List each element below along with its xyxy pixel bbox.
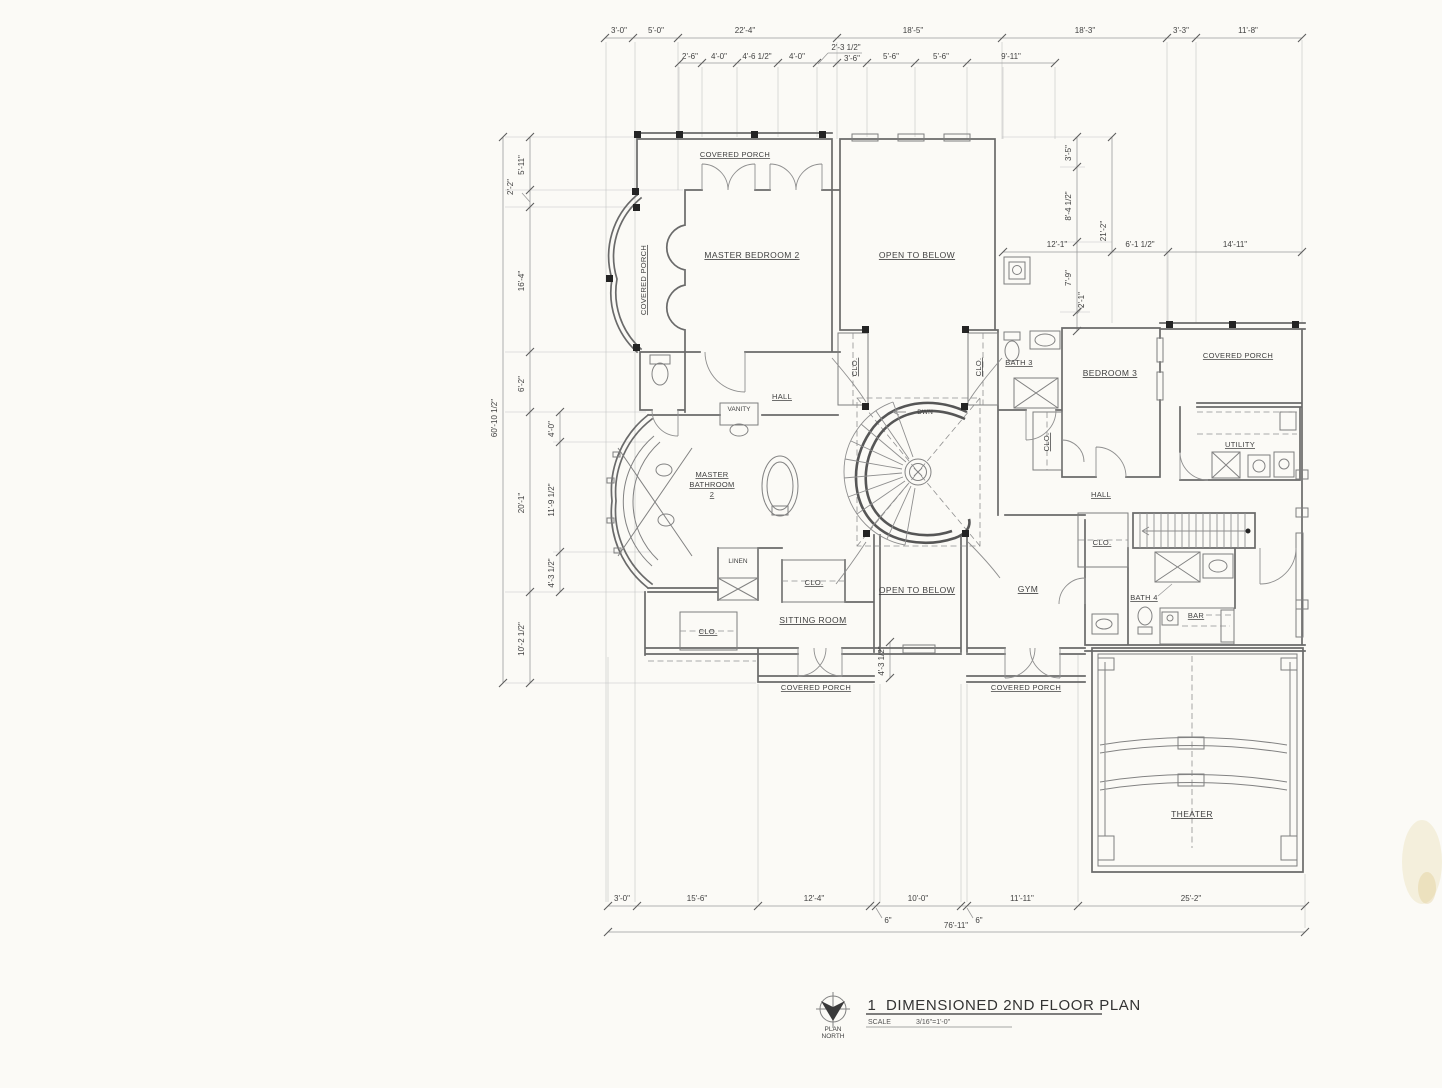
label-open-to-below-top: OPEN TO BELOW bbox=[879, 250, 955, 260]
label-theater: THEATER bbox=[1171, 809, 1213, 819]
straight-stair bbox=[1139, 513, 1248, 548]
dim-label: 4'-0" bbox=[547, 421, 556, 437]
label-bath-3: BATH 3 bbox=[1005, 358, 1033, 367]
label-covered-porch-right: COVERED PORCH bbox=[1203, 351, 1273, 360]
label-clo-hall-left: CLO. bbox=[850, 358, 859, 377]
dim-label: 4'-3 1/2" bbox=[547, 558, 556, 587]
dim-label: 6" bbox=[975, 916, 982, 925]
dim-label: 3'-5" bbox=[1064, 145, 1073, 161]
dim-label: 6" bbox=[884, 916, 891, 925]
dim-label: 9'-11" bbox=[1001, 52, 1021, 61]
dim-label: 4'-0" bbox=[789, 52, 805, 61]
dim-label: 10'-0" bbox=[908, 894, 929, 903]
label-down: DWN bbox=[917, 409, 933, 416]
dim-label: 5'-6" bbox=[883, 52, 899, 61]
spiral-stair bbox=[843, 401, 971, 546]
label-bar: BAR bbox=[1188, 611, 1205, 620]
scale-value: 3/16"=1'-0" bbox=[916, 1019, 951, 1026]
dim-label: 14'-11" bbox=[1223, 240, 1247, 249]
dim-label: 2'-1" bbox=[1077, 292, 1086, 308]
label-covered-porch-bottom-left: COVERED PORCH bbox=[781, 683, 851, 692]
dim-label: 3'-0" bbox=[614, 894, 630, 903]
dim-label: 18'-5" bbox=[903, 26, 924, 35]
dim-label: 12'-4" bbox=[804, 894, 825, 903]
label-vanity: VANITY bbox=[728, 406, 752, 413]
dim-label: 5'-6" bbox=[933, 52, 949, 61]
extension-lines bbox=[505, 40, 1306, 928]
dim-label: 25'-2" bbox=[1181, 894, 1202, 903]
label-linen: LINEN bbox=[728, 558, 747, 565]
dim-label: 21'-2" bbox=[1099, 221, 1108, 242]
label-bath-4: BATH 4 bbox=[1130, 593, 1158, 602]
dim-label: 18'-3" bbox=[1075, 26, 1096, 35]
label-open-to-below-bottom: OPEN TO BELOW bbox=[879, 585, 955, 595]
dim-label: 2'-2" bbox=[506, 179, 515, 195]
label-utility: UTILITY bbox=[1225, 440, 1255, 449]
dim-label: 12'-1" bbox=[1047, 240, 1068, 249]
page-title: DIMENSIONED 2ND FLOOR PLAN bbox=[886, 997, 1141, 1014]
label-covered-porch-top: COVERED PORCH bbox=[700, 150, 770, 159]
dim-label: 3'-0" bbox=[611, 26, 627, 35]
label-clo-sitting-2: CLO. bbox=[699, 627, 718, 636]
label-covered-porch-left: COVERED PORCH bbox=[639, 245, 648, 315]
paper-stain bbox=[1402, 820, 1442, 904]
dim-label: 11'-9 1/2" bbox=[547, 483, 556, 516]
dim-label: 2'-6" bbox=[682, 52, 698, 61]
dim-label: 16'-4" bbox=[517, 271, 526, 292]
label-clo-sitting-1: CLO. bbox=[805, 578, 824, 587]
dimension-lines bbox=[498, 33, 1310, 937]
label-master-bath-3: 2 bbox=[710, 490, 714, 499]
north-label-2: NORTH bbox=[822, 1033, 845, 1040]
label-master-bath-1: MASTER bbox=[695, 470, 728, 479]
walls bbox=[606, 132, 1309, 873]
dim-label: 15'-6" bbox=[687, 894, 708, 903]
dim-label: 20'-1" bbox=[517, 493, 526, 514]
dim-label: 4'-3 1/2" bbox=[877, 646, 886, 675]
label-clo-bedroom3: CLO. bbox=[1042, 433, 1051, 452]
dim-label: 6'-1 1/2" bbox=[1125, 240, 1154, 249]
dim-label: 3'-3" bbox=[1173, 26, 1189, 35]
fixtures bbox=[622, 265, 1291, 836]
dim-label: 22'-4" bbox=[735, 26, 756, 35]
label-clo-hall-east: CLO. bbox=[1093, 538, 1112, 547]
dimension-labels: 3'-0" 5'-0" 22'-4" 18'-5" 18'-3" 3'-3" 1… bbox=[490, 26, 1258, 930]
dim-label: 4'-0" bbox=[711, 52, 727, 61]
dim-label: 11'-11" bbox=[1010, 894, 1034, 903]
label-hall-left: HALL bbox=[772, 392, 792, 401]
dashed-lines bbox=[648, 333, 1297, 848]
dim-label: 5'-0" bbox=[648, 26, 664, 35]
label-sitting-room: SITTING ROOM bbox=[779, 615, 846, 625]
scale-label: SCALE bbox=[868, 1019, 891, 1026]
title-number: 1 bbox=[868, 997, 877, 1014]
dim-label: 10'-2 1/2" bbox=[517, 622, 526, 656]
dim-label: 76'-11" bbox=[944, 921, 968, 930]
dim-label: 8'-4 1/2" bbox=[1064, 191, 1073, 220]
dim-label: 7'-9" bbox=[1064, 270, 1073, 286]
north-label-1: PLAN bbox=[825, 1026, 842, 1033]
label-master-bedroom-2: MASTER BEDROOM 2 bbox=[704, 250, 799, 260]
dim-label: 4'-6 1/2" bbox=[742, 52, 771, 61]
label-clo-hall-right: CLO. bbox=[974, 358, 983, 377]
north-arrow-fill bbox=[821, 1001, 845, 1021]
dim-label: 5'-11" bbox=[517, 155, 526, 175]
title-block: PLAN NORTH 1 DIMENSIONED 2ND FLOOR PLAN … bbox=[816, 992, 1141, 1040]
label-hall-right: HALL bbox=[1091, 490, 1111, 499]
dim-label: 60'-10 1/2" bbox=[490, 399, 499, 437]
label-covered-porch-bottom-right: COVERED PORCH bbox=[991, 683, 1061, 692]
dim-label: 3'-6" bbox=[844, 54, 860, 63]
label-master-bath-2: BATHROOM bbox=[689, 480, 734, 489]
label-bedroom-3: BEDROOM 3 bbox=[1083, 368, 1138, 378]
room-labels: COVERED PORCH COVERED PORCH COVERED PORC… bbox=[639, 150, 1273, 819]
dim-label: 11'-8" bbox=[1238, 26, 1258, 35]
dim-label: 2'-3 1/2" bbox=[831, 43, 860, 52]
label-gym: GYM bbox=[1018, 584, 1039, 594]
dim-label: 6'-2" bbox=[517, 376, 526, 392]
door-swings bbox=[651, 163, 1297, 679]
